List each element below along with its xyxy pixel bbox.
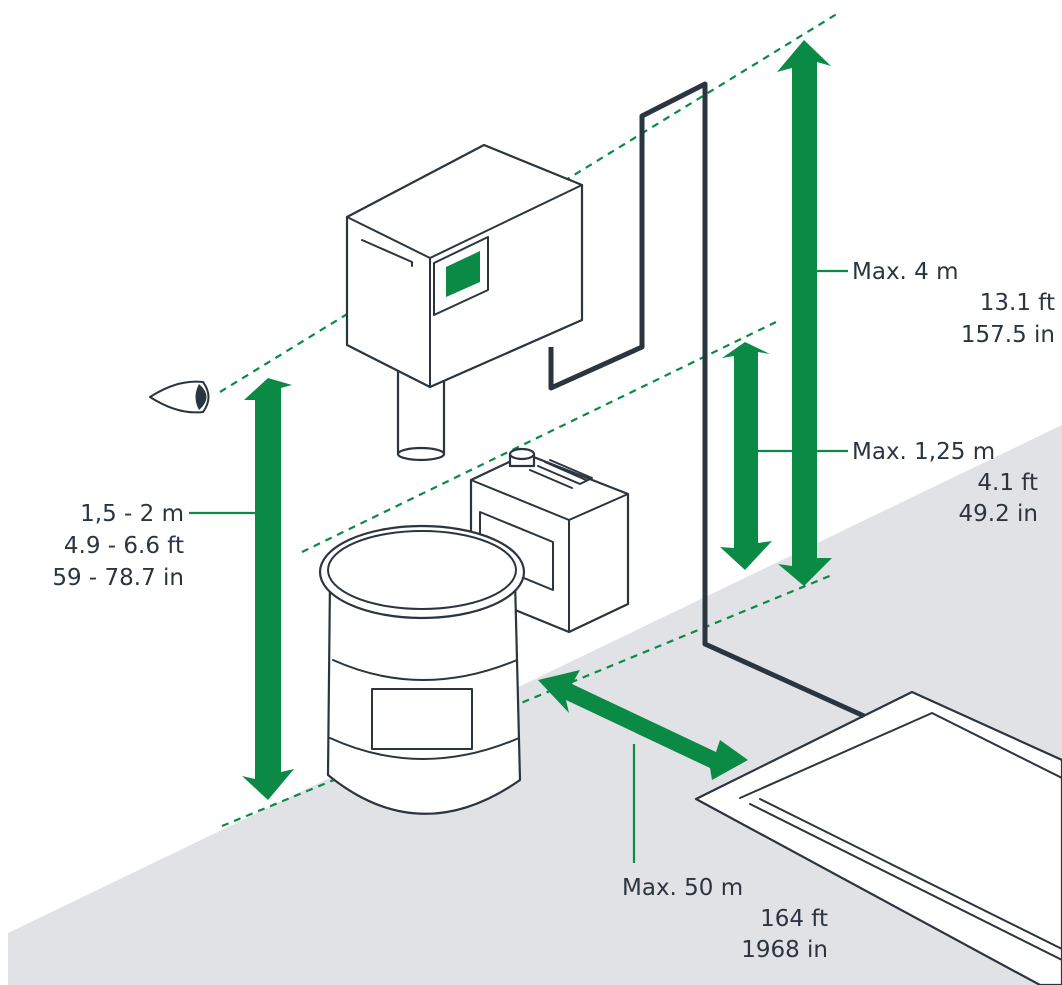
arrow-max-distance xyxy=(538,670,748,780)
label-max-distance-line3: 1968 in xyxy=(741,937,828,963)
label-max-height-line1: Max. 4 m xyxy=(852,259,959,285)
label-eye-height-line3: 59 - 78.7 in xyxy=(52,565,184,591)
label-eye-height-line1: 1,5 - 2 m xyxy=(80,501,184,527)
arrow-eye-height xyxy=(242,378,294,800)
wall-unit xyxy=(345,143,584,462)
arrow-max-height xyxy=(777,40,832,586)
label-max-suction-line2: 4.1 ft xyxy=(977,470,1038,496)
label-max-suction-line1: Max. 1,25 m xyxy=(852,439,995,465)
reference-lines xyxy=(219,11,841,828)
label-max-height-line3: 157.5 in xyxy=(961,322,1055,348)
eye-icon xyxy=(149,380,210,414)
label-max-distance-line1: Max. 50 m xyxy=(622,875,743,901)
label-max-height-line2: 13.1 ft xyxy=(980,290,1055,316)
label-max-height: Max. 4 m 13.1 ft 157.5 in xyxy=(852,259,1055,348)
drum xyxy=(318,524,526,815)
suction-pipe xyxy=(548,81,866,719)
label-eye-height: 1,5 - 2 m 4.9 - 6.6 ft 59 - 78.7 in xyxy=(52,501,184,591)
label-max-distance: Max. 50 m 164 ft 1968 in xyxy=(622,875,828,963)
label-eye-height-line2: 4.9 - 6.6 ft xyxy=(64,533,184,559)
label-max-suction-line3: 49.2 in xyxy=(959,501,1039,527)
floor-tray xyxy=(694,690,1062,985)
arrow-max-suction xyxy=(720,342,772,570)
display-screen xyxy=(446,251,480,297)
label-max-distance-line2: 164 ft xyxy=(760,906,828,932)
label-max-suction: Max. 1,25 m 4.1 ft 49.2 in xyxy=(852,439,1038,527)
